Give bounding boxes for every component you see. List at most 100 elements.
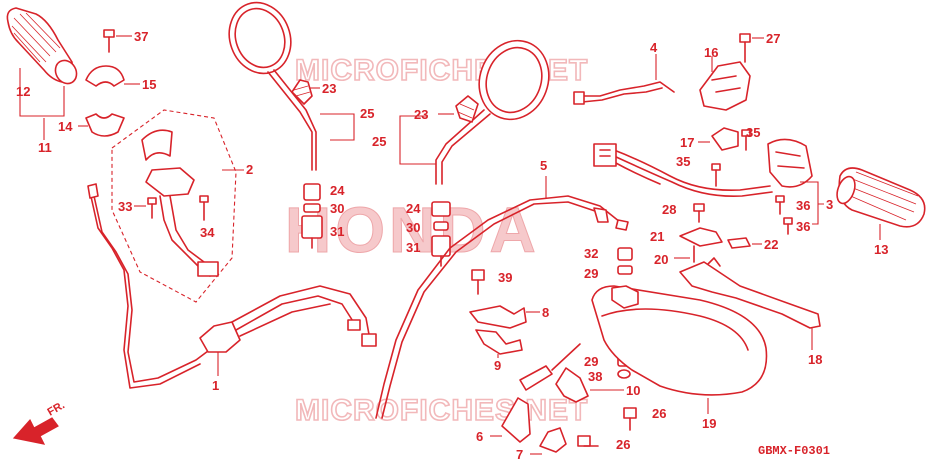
front-label: FR.	[46, 399, 67, 418]
callout-15: 15	[142, 77, 156, 92]
callout-13: 13	[874, 242, 888, 257]
callout-20: 20	[654, 252, 668, 267]
callout-12: 12	[16, 84, 30, 99]
nut-32	[617, 247, 633, 261]
callout-32: 32	[584, 246, 598, 261]
callout-2: 2	[246, 162, 253, 177]
callout-29-upper: 29	[584, 266, 598, 281]
watermark-middle: HONDA	[285, 194, 540, 266]
callout-19: 19	[702, 416, 716, 431]
callout-25-left: 25	[360, 106, 374, 121]
bolt-26-upper	[623, 407, 637, 431]
bracket-7	[539, 427, 567, 453]
switch-cover	[141, 129, 173, 161]
adapter-31-right	[431, 235, 451, 257]
callout-14: 14	[58, 119, 73, 134]
callout-22: 22	[764, 237, 778, 252]
callout-35-upper: 35	[746, 125, 760, 140]
callout-30-left: 30	[330, 201, 344, 216]
callout-5: 5	[540, 158, 547, 173]
screw-28	[693, 203, 705, 223]
switch-clamp-17	[711, 127, 739, 151]
callout-28: 28	[662, 202, 676, 217]
mirror-boot-right	[455, 95, 479, 123]
clamp-10	[555, 367, 589, 403]
switch-tip-22	[727, 237, 751, 249]
callout-4: 4	[650, 40, 658, 55]
callout-24-left: 24	[330, 183, 345, 198]
callout-17: 17	[680, 135, 694, 150]
callout-27: 27	[766, 31, 780, 46]
stop-switch-21	[679, 227, 723, 247]
wire-4	[581, 81, 675, 103]
callout-6: 6	[476, 429, 483, 444]
screw-33	[147, 197, 157, 219]
switch-connector	[197, 261, 219, 277]
callout-3: 3	[826, 197, 833, 212]
brake-lever	[679, 261, 821, 329]
callout-16: 16	[704, 45, 718, 60]
callout-33: 33	[118, 199, 132, 214]
callout-37: 37	[134, 29, 148, 44]
washer-30-right	[433, 221, 449, 231]
mirror-left	[228, 1, 317, 171]
bolt-39	[471, 269, 485, 295]
cable-5	[375, 195, 629, 419]
screw-37	[103, 29, 115, 53]
washer-29-upper	[617, 265, 633, 275]
grip-housing-upper	[85, 65, 125, 87]
screw-27	[739, 33, 751, 63]
watermark-bottom: MICROFICHES.NET	[295, 394, 588, 427]
grip-housing-lower	[85, 113, 125, 137]
callout-36-upper: 36	[796, 198, 810, 213]
bracket-6	[501, 397, 531, 443]
nut-24-left	[303, 183, 321, 201]
right-grip	[836, 167, 926, 228]
callout-24-right: 24	[406, 201, 421, 216]
hand-guard	[591, 285, 768, 396]
callout-25-right: 25	[372, 134, 386, 149]
adapter-31-left	[301, 215, 323, 239]
group-2-outline	[111, 109, 237, 303]
bracket-8	[469, 305, 527, 329]
screw-34	[199, 195, 209, 221]
cable-adjuster	[519, 365, 553, 391]
callout-23-left: 23	[322, 81, 336, 96]
callout-8: 8	[542, 305, 549, 320]
front-arrow: FR.	[12, 399, 67, 445]
bolt-26-lower	[577, 435, 599, 447]
screw-36-lower	[783, 217, 793, 235]
callout-31-right: 31	[406, 240, 420, 255]
callout-21: 21	[650, 229, 664, 244]
callout-36-lower: 36	[796, 219, 810, 234]
callout-39: 39	[498, 270, 512, 285]
screw-36-upper	[775, 195, 785, 215]
callout-35-lower: 35	[676, 154, 690, 169]
switch-body	[145, 167, 195, 197]
callout-26-upper: 26	[652, 406, 666, 421]
screw-35-upper	[741, 129, 751, 151]
callout-10: 10	[626, 383, 640, 398]
guard-mount	[611, 285, 639, 309]
callout-7: 7	[516, 447, 523, 462]
screw-35-lower	[711, 163, 721, 187]
mirror-right	[435, 39, 550, 185]
callout-30-right: 30	[406, 220, 420, 235]
callout-29-lower: 29	[584, 354, 598, 369]
nut-38	[617, 369, 631, 379]
right-switch-housing	[767, 138, 813, 188]
throttle-grip	[6, 7, 78, 85]
washer-30-left	[303, 203, 321, 213]
callout-38: 38	[588, 369, 602, 384]
callout-23-right: 23	[414, 107, 428, 122]
callout-11: 11	[38, 140, 52, 155]
lever-bracket-16	[699, 61, 751, 111]
diagram-code: GBMX-F0301	[758, 444, 830, 458]
callout-18: 18	[808, 352, 822, 367]
bracket-9	[475, 329, 523, 355]
throttle-cable	[87, 183, 377, 389]
wire-harness	[593, 143, 773, 198]
callout-31-left: 31	[330, 224, 344, 239]
nut-24-right	[431, 201, 451, 217]
